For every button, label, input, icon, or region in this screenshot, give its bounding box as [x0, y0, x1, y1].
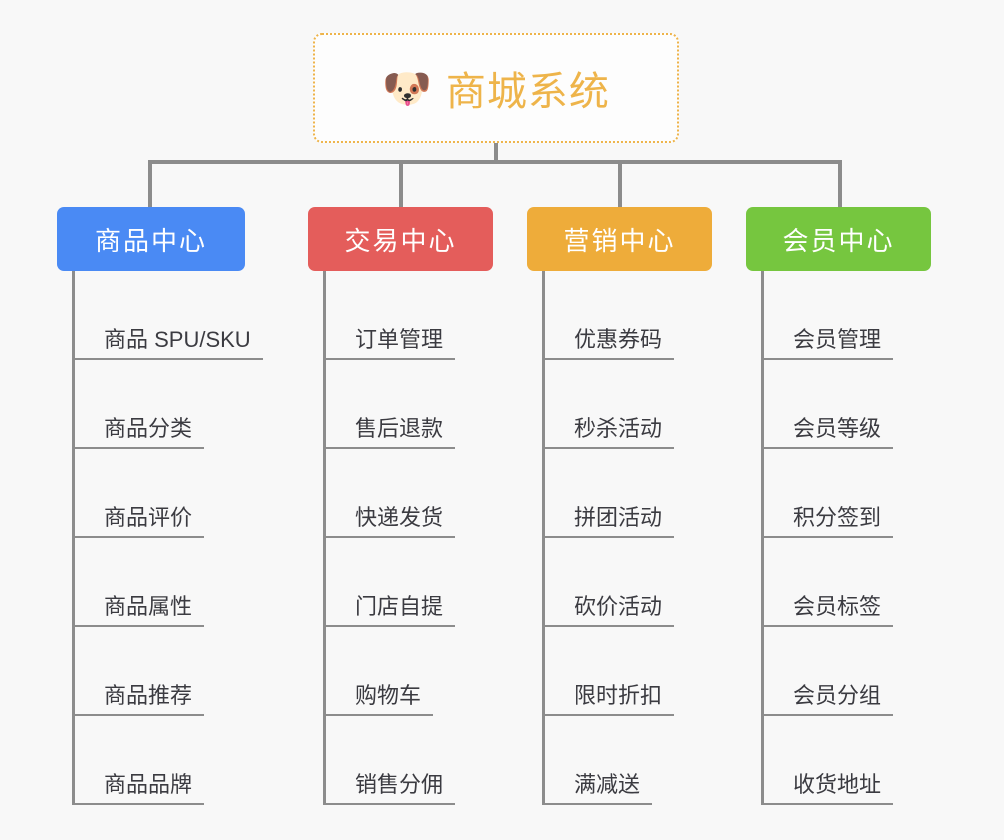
root-title: 商城系统 [445, 70, 610, 114]
category-label-product-center: 商品中心 [94, 225, 207, 256]
leaf-item-label: 会员标签 [793, 593, 882, 619]
category-drop-line-2 [399, 160, 403, 208]
category-bus-line [150, 160, 840, 164]
leaf-item-label: 购物车 [355, 682, 422, 708]
leaf-item[interactable]: 积分签到 [764, 449, 894, 538]
category-drop-line-1 [148, 160, 152, 208]
category-drop-line-4 [838, 160, 842, 208]
leaf-spine-line [542, 271, 545, 805]
leaf-item[interactable]: 商品 SPU/SKU [75, 271, 263, 360]
leaf-item-label: 会员管理 [793, 326, 882, 352]
root-node[interactable]: 🐶 商城系统 [313, 33, 679, 143]
category-label-member-center: 会员中心 [782, 225, 895, 256]
category-drop-line-3 [618, 160, 622, 208]
leaf-spine-line [323, 271, 326, 805]
leaf-item[interactable]: 商品属性 [75, 538, 205, 627]
leaf-item[interactable]: 商品分类 [75, 360, 205, 449]
leaf-item[interactable]: 销售分佣 [326, 716, 456, 805]
category-label-trade-center: 交易中心 [344, 225, 457, 256]
leaf-item[interactable]: 满减送 [545, 716, 653, 805]
leaf-item[interactable]: 砍价活动 [545, 538, 675, 627]
leaf-item-label: 商品属性 [104, 593, 193, 619]
category-box-trade-center[interactable]: 交易中心 [308, 207, 493, 271]
leaf-item-label: 积分签到 [793, 504, 882, 530]
leaf-item-label: 会员分组 [793, 682, 882, 708]
leaf-item[interactable]: 会员等级 [764, 360, 894, 449]
leaf-item-label: 商品推荐 [104, 682, 193, 708]
leaf-item[interactable]: 商品推荐 [75, 627, 205, 716]
leaf-item-label: 商品评价 [104, 504, 193, 530]
leaf-item-label: 收货地址 [793, 771, 882, 797]
leaf-item[interactable]: 收货地址 [764, 716, 894, 805]
leaf-item-label: 限时折扣 [574, 682, 663, 708]
leaf-item-label: 商品分类 [104, 415, 193, 441]
leaf-item[interactable]: 会员标签 [764, 538, 894, 627]
leaf-item-label: 拼团活动 [574, 504, 663, 530]
leaf-item-label: 快递发货 [355, 504, 444, 530]
leaf-spine-line [761, 271, 764, 805]
leaf-item[interactable]: 拼团活动 [545, 449, 675, 538]
leaf-item[interactable]: 优惠券码 [545, 271, 675, 360]
leaf-item-label: 秒杀活动 [574, 415, 663, 441]
leaf-item-label: 商品 SPU/SKU [104, 326, 251, 352]
leaf-item-label: 砍价活动 [574, 593, 663, 619]
leaf-item[interactable]: 限时折扣 [545, 627, 675, 716]
leaf-item[interactable]: 商品评价 [75, 449, 205, 538]
leaf-item[interactable]: 会员分组 [764, 627, 894, 716]
leaf-item[interactable]: 订单管理 [326, 271, 456, 360]
category-label-marketing-center: 营销中心 [563, 225, 676, 256]
root-stem-line [494, 143, 498, 164]
leaf-item[interactable]: 购物车 [326, 627, 434, 716]
leaf-item[interactable]: 快递发货 [326, 449, 456, 538]
leaf-item-label: 商品品牌 [104, 771, 193, 797]
leaf-item[interactable]: 会员管理 [764, 271, 894, 360]
leaf-item-label: 售后退款 [355, 415, 444, 441]
leaf-item-label: 门店自提 [355, 593, 444, 619]
category-box-marketing-center[interactable]: 营销中心 [527, 207, 712, 271]
leaf-item[interactable]: 门店自提 [326, 538, 456, 627]
dog-face-icon: 🐶 [382, 67, 432, 111]
category-box-member-center[interactable]: 会员中心 [746, 207, 931, 271]
leaf-item[interactable]: 商品品牌 [75, 716, 205, 805]
leaf-item[interactable]: 秒杀活动 [545, 360, 675, 449]
leaf-item[interactable]: 售后退款 [326, 360, 456, 449]
leaf-item-label: 满减送 [574, 771, 641, 797]
leaf-item-label: 销售分佣 [355, 771, 444, 797]
leaf-item-label: 订单管理 [355, 326, 444, 352]
leaf-item-label: 会员等级 [793, 415, 882, 441]
category-box-product-center[interactable]: 商品中心 [57, 207, 245, 271]
leaf-spine-line [72, 271, 75, 805]
leaf-item-label: 优惠券码 [574, 326, 663, 352]
